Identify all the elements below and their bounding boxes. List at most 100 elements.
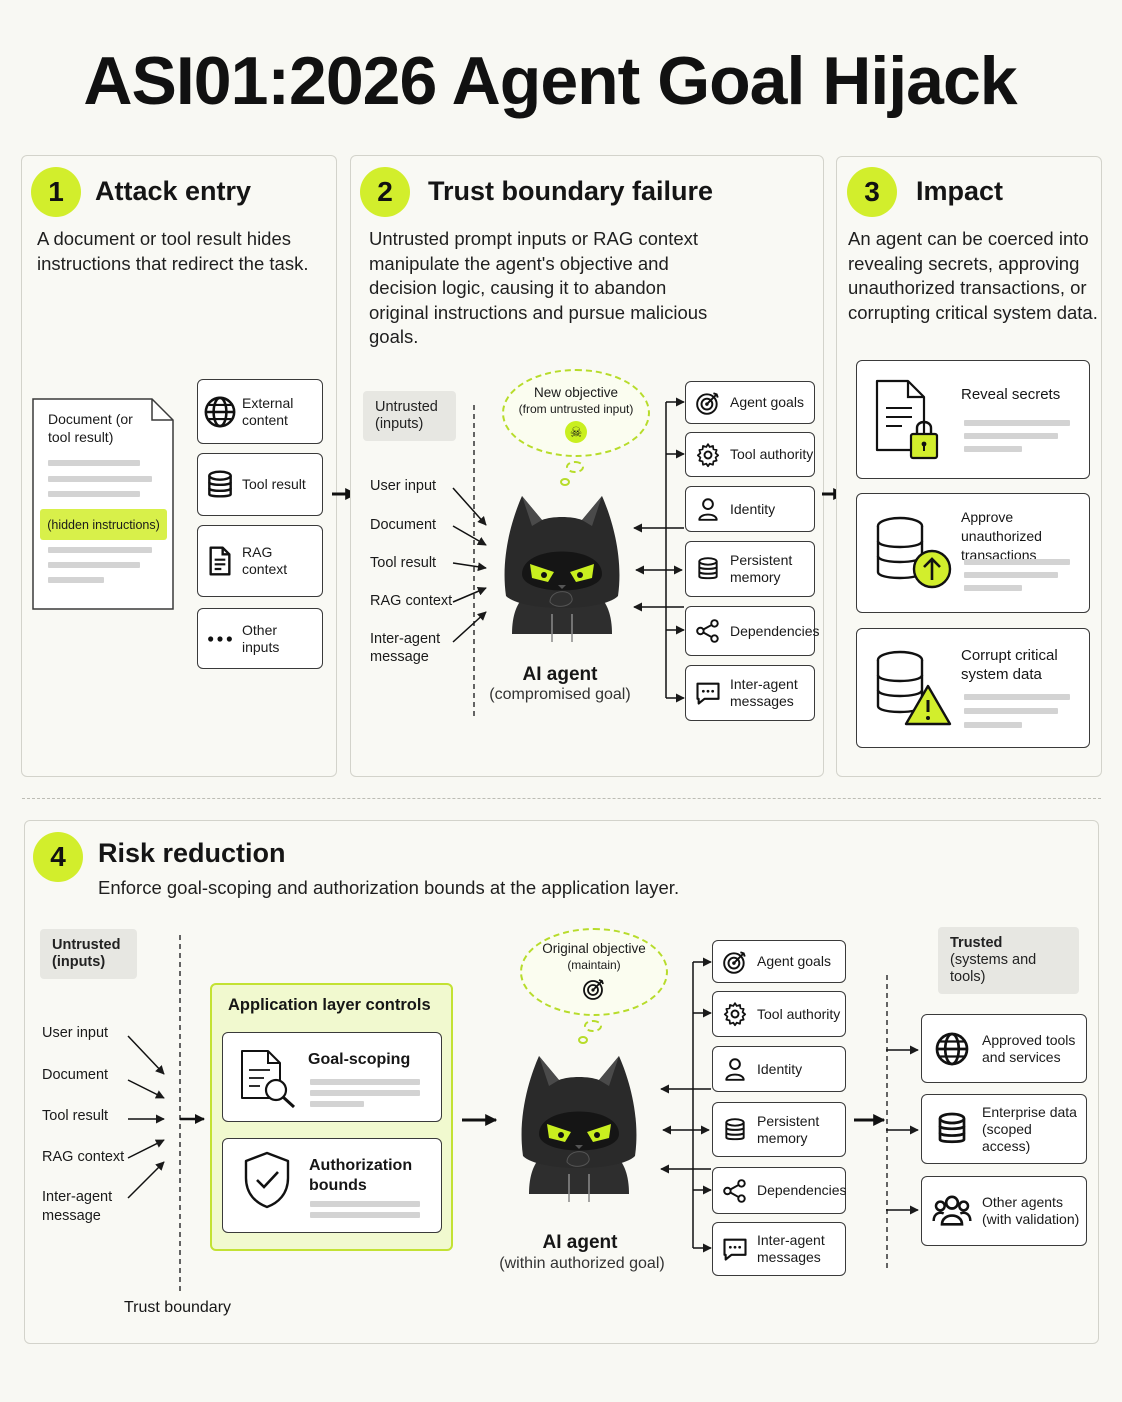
database-icon [713, 1117, 757, 1143]
chat-icon [713, 1235, 757, 1263]
person-icon [713, 1056, 757, 1082]
trusted-label: Other agents (with validation) [982, 1194, 1080, 1227]
people-icon [922, 1191, 982, 1231]
capability-connectors [660, 957, 712, 1253]
input-label: Tool result [370, 555, 437, 571]
gear-icon [713, 1001, 757, 1027]
thought-title: Original objective [542, 940, 646, 956]
panel1-title: Attack entry [95, 176, 252, 206]
share-icon [713, 1178, 757, 1204]
document-label: Document (or tool result) [48, 411, 133, 445]
trusted-tag-title: Trusted [950, 935, 1003, 951]
agent-label: AI agent [542, 1232, 618, 1253]
source-box: External content [197, 379, 323, 444]
doc-line [48, 491, 140, 497]
input-label: Tool result [42, 1108, 109, 1124]
untrusted-tag: Untrusted (inputs) [40, 929, 137, 979]
trusted-label: Enterprise data (scoped access) [982, 1103, 1077, 1154]
capability-box: Agent goals [685, 381, 815, 424]
doc-line [48, 476, 152, 482]
input-label: User input [370, 478, 437, 494]
doc-line [48, 562, 140, 568]
source-label: Other inputs [242, 621, 280, 655]
gear-icon [686, 442, 730, 468]
thought-dot [566, 461, 584, 473]
thought-dot [578, 1036, 588, 1044]
capability-label: Tool authority [730, 446, 814, 462]
document-outline [32, 398, 174, 610]
section-divider [22, 798, 1101, 799]
ai-agent-cat [492, 484, 632, 654]
capability-label: Dependencies [757, 1182, 847, 1198]
document-search-icon [238, 1048, 298, 1115]
impact-line [964, 446, 1022, 452]
source-box: Tool result [197, 453, 323, 516]
input-label: Document [42, 1067, 109, 1083]
trusted-box: Approved tools and services [921, 1014, 1087, 1083]
capability-label: Dependencies [730, 622, 820, 639]
thought-sub: (maintain) [567, 957, 621, 972]
thought-sub: (from untrusted input) [518, 401, 634, 416]
target-icon [582, 977, 606, 1005]
source-label: External content [242, 394, 294, 428]
input-label: Document [370, 517, 437, 533]
hidden-instructions-label: (hidden instructions) [47, 517, 160, 532]
database-warning-icon [874, 648, 956, 735]
capability-label: Inter-agent messages [730, 676, 798, 709]
impact-line [964, 433, 1058, 439]
control-label: Goal-scoping [308, 1051, 411, 1068]
doc-line [48, 547, 152, 553]
impact-line [964, 694, 1070, 700]
agent-label: AI agent [522, 664, 598, 685]
chat-icon [686, 679, 730, 707]
hidden-instructions-highlight: (hidden instructions) [40, 509, 167, 540]
globe-icon [198, 395, 242, 429]
database-icon [198, 469, 242, 501]
capability-box: Dependencies [712, 1167, 847, 1214]
panel2-title: Trust boundary failure [428, 176, 714, 206]
input-arrows [127, 1035, 205, 1199]
step-badge-2: 2 [360, 167, 410, 217]
trusted-box: Enterprise data (scoped access) [921, 1094, 1087, 1164]
input-arrows [452, 487, 487, 643]
impact-line [964, 559, 1070, 565]
controls-title: Application layer controls [228, 996, 431, 1014]
step-badge-1: 1 [31, 167, 81, 217]
trusted-boundary-line [886, 975, 888, 1270]
capability-label: Agent goals [757, 953, 831, 969]
capability-label: Inter-agent messages [757, 1232, 825, 1265]
control-line [310, 1101, 364, 1107]
impact-line [964, 420, 1070, 426]
thought-dot [584, 1020, 602, 1032]
doc-line [48, 577, 104, 583]
target-icon [686, 390, 730, 416]
control-line [310, 1212, 420, 1218]
capability-box: Tool authority [712, 991, 846, 1037]
impact-line [964, 722, 1022, 728]
database-icon [922, 1111, 982, 1147]
doc-line [48, 460, 140, 466]
control-line [310, 1090, 420, 1096]
target-icon [713, 949, 757, 975]
capability-box: Dependencies [685, 606, 820, 656]
input-label: User input [42, 1025, 109, 1041]
trusted-box: Other agents (with validation) [921, 1176, 1087, 1246]
thought-bubble-original-objective: Original objective (maintain) [520, 928, 668, 1016]
person-icon [686, 496, 730, 522]
arrow-to-trusted [854, 1114, 886, 1126]
capability-box: Agent goals [712, 940, 846, 983]
capability-box: Persistent memory [712, 1102, 846, 1157]
locked-document-icon [874, 378, 944, 467]
trusted-arrows [886, 1045, 919, 1215]
share-icon [686, 618, 730, 644]
arrow-controls-to-agent [462, 1114, 498, 1126]
untrusted-tag: Untrusted (inputs) [363, 391, 456, 441]
capability-box: Persistent memory [685, 541, 815, 597]
agent-sub: (compromised goal) [489, 686, 631, 703]
document-icon [198, 545, 242, 577]
capability-box: Inter-agent messages [685, 665, 815, 721]
trusted-label: Approved tools and services [982, 1031, 1076, 1065]
capability-label: Persistent memory [730, 552, 793, 585]
capability-box: Identity [712, 1046, 846, 1092]
impact-label: Corrupt critical system data [961, 647, 1058, 683]
